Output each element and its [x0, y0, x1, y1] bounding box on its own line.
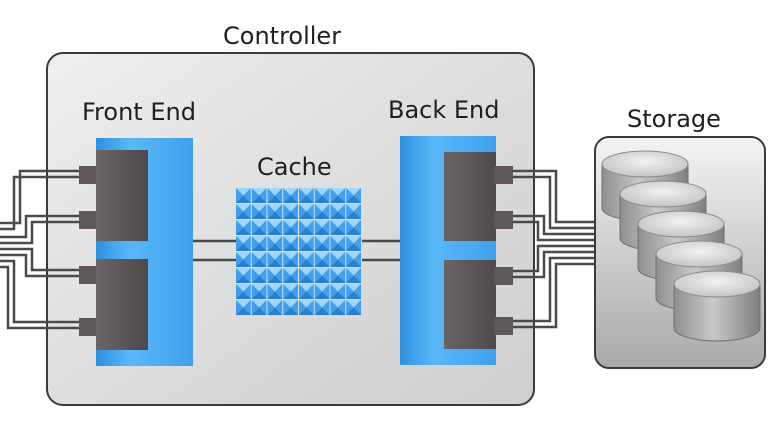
cache-cell — [330, 268, 346, 283]
cache-cell — [283, 188, 298, 203]
cache-cell — [314, 268, 330, 283]
cache-cell — [267, 220, 283, 235]
cache-cell — [314, 220, 330, 235]
cache-cell — [299, 204, 314, 219]
cache-cell — [251, 284, 267, 299]
cache-cell — [314, 252, 330, 267]
cache-cell — [330, 204, 346, 219]
cache-cell — [283, 204, 298, 219]
cache-cell — [236, 268, 251, 283]
front-end-label: Front End — [82, 98, 196, 126]
cache-cell — [267, 188, 283, 203]
cache-cell — [314, 300, 330, 315]
cache-cell — [236, 236, 251, 251]
cache-cell — [251, 204, 267, 219]
cache-cell — [267, 236, 283, 251]
cache-cell — [299, 252, 314, 267]
host-cables — [0, 169, 79, 330]
cache-cell — [251, 252, 267, 267]
disk-stack — [601, 150, 761, 342]
cache-cell — [330, 188, 346, 203]
cache-cell — [299, 268, 314, 283]
cache-cell — [251, 220, 267, 235]
cache-cell — [283, 300, 298, 315]
cache-cell — [314, 204, 330, 219]
cache-cell — [267, 268, 283, 283]
cache-cell — [267, 204, 283, 219]
storage-label: Storage — [627, 105, 721, 133]
cache-cell — [299, 188, 314, 203]
cache-cell — [267, 284, 283, 299]
cache-cell — [346, 284, 361, 299]
cache-cell — [283, 284, 298, 299]
cache-cell — [314, 188, 330, 203]
cache-cell — [330, 252, 346, 267]
cache-cell — [236, 204, 251, 219]
controller-label: Controller — [223, 22, 342, 50]
cache-cell — [236, 300, 251, 315]
cache-cell — [346, 252, 361, 267]
cache-cell — [251, 188, 267, 203]
storage-cables — [512, 169, 595, 329]
cache-cell — [330, 220, 346, 235]
cache-cell — [251, 268, 267, 283]
cache-cell — [299, 220, 314, 235]
cache-cell — [346, 236, 361, 251]
cache-cell — [330, 236, 346, 251]
cache-cell — [299, 236, 314, 251]
internal-cables — [193, 239, 400, 262]
cache-cell — [314, 236, 330, 251]
back-end-label: Back End — [388, 96, 500, 124]
cache-cell — [236, 252, 251, 267]
cache-cell — [314, 284, 330, 299]
cache-cell — [236, 220, 251, 235]
cache-label: Cache — [257, 153, 332, 181]
cache-cell — [299, 284, 314, 299]
cache-cell — [267, 252, 283, 267]
cache-grid — [236, 188, 361, 315]
cache-cell — [346, 268, 361, 283]
cache-cell — [346, 300, 361, 315]
cache-cell — [283, 268, 298, 283]
cache-cell — [283, 236, 298, 251]
front-end-ports — [79, 150, 148, 350]
cache-cell — [236, 284, 251, 299]
cache-cell — [330, 300, 346, 315]
cache-cell — [267, 300, 283, 315]
cache-cell — [346, 220, 361, 235]
cache-cell — [236, 188, 251, 203]
cache-cell — [251, 300, 267, 315]
cache-cell — [283, 220, 298, 235]
disk — [673, 270, 761, 342]
cache-cell — [346, 204, 361, 219]
cache-cell — [346, 188, 361, 203]
cache-cell — [251, 236, 267, 251]
cache-cell — [330, 284, 346, 299]
back-end-ports — [444, 152, 513, 349]
cache-cell — [299, 300, 314, 315]
cache-cell — [283, 252, 298, 267]
